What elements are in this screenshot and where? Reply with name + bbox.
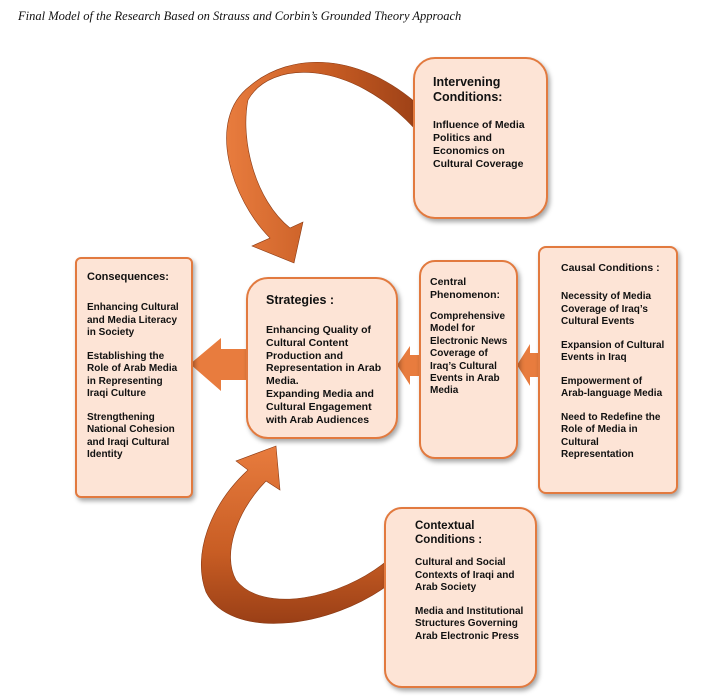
curved-arrow-contextual-to-strategies <box>200 445 393 624</box>
figure-caption: Final Model of the Research Based on Str… <box>18 9 462 23</box>
consequences-item: Strengthening National Cohesion and Iraq… <box>87 411 175 461</box>
arrow-central-to-strategies <box>397 346 421 385</box>
strategies-item: Enhancing Quality of Cultural Content Pr… <box>266 324 382 388</box>
consequences-box: Consequences: Enhancing Cultural and Med… <box>75 257 193 498</box>
causal-item: Empowerment of Arab-language Media <box>561 375 663 400</box>
central-phenomenon-title: Central Phenomenon: <box>430 276 500 301</box>
causal-item: Necessity of Media Coverage of Iraq’s Cu… <box>561 291 652 327</box>
strategies-item: Expanding Media and Cultural Engagement … <box>266 387 374 426</box>
contextual-item: Cultural and Social Contexts of Iraqi an… <box>415 557 515 593</box>
arrow-strategies-to-consequences <box>190 338 250 391</box>
central-phenomenon-box: Central Phenomenon: Comprehensive Model … <box>419 260 518 459</box>
contextual-conditions-box: Contextual Conditions : Cultural and Soc… <box>384 507 537 688</box>
causal-conditions-box: Causal Conditions : Necessity of Media C… <box>538 246 678 494</box>
central-phenomenon-item: Comprehensive Model for Electronic News … <box>430 311 508 397</box>
strategies-title: Strategies : <box>266 293 335 307</box>
curved-arrow-intervening-to-strategies <box>226 62 425 264</box>
intervening-item: Influence of Media Politics and Economic… <box>433 119 525 170</box>
contextual-item: Media and Institutional Structures Gover… <box>415 605 524 642</box>
consequences-title: Consequences: <box>87 271 169 283</box>
causal-item: Expansion of Cultural Events in Iraq <box>561 339 665 364</box>
intervening-conditions-title: Intervening Conditions: <box>433 75 503 104</box>
consequences-item: Enhancing Cultural and Media Literacy in… <box>87 302 179 338</box>
causal-item: Need to Redefine the Role of Media in Cu… <box>561 411 661 461</box>
consequences-item: Establishing the Role of Arab Media in R… <box>87 350 178 400</box>
contextual-conditions-title: Contextual Conditions : <box>415 520 483 546</box>
causal-conditions-title: Causal Conditions : <box>561 262 660 274</box>
arrow-causal-to-central <box>517 344 541 386</box>
strategies-box: Strategies : Enhancing Quality of Cultur… <box>246 277 398 439</box>
intervening-conditions-box: Intervening Conditions: Influence of Med… <box>413 57 548 219</box>
